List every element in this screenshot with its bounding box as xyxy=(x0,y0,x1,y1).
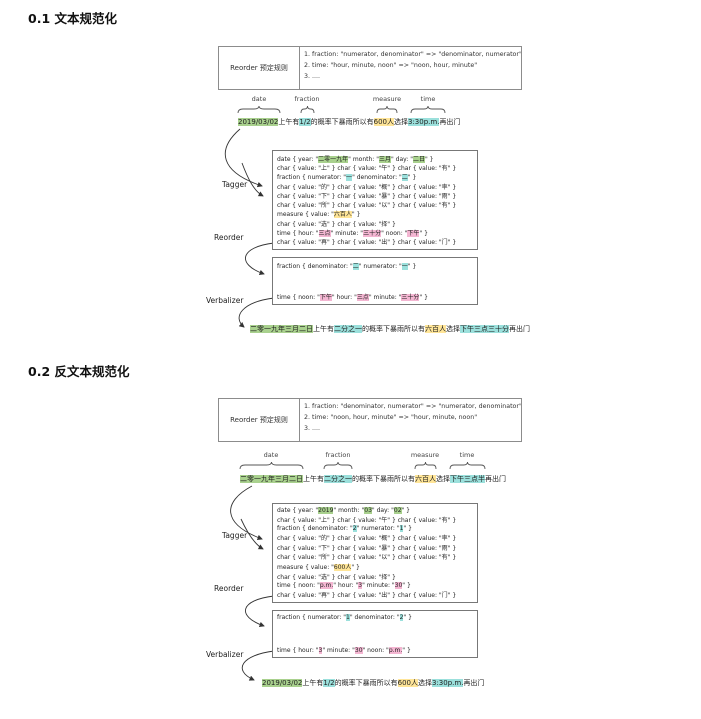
span-label-fraction-2: fraction xyxy=(325,451,351,459)
span-label-measure-1: measure xyxy=(372,95,402,103)
brace-icon-time-2 xyxy=(449,461,486,470)
span-label-date-2: date xyxy=(263,451,279,459)
brace-icon-fraction-2 xyxy=(323,461,353,470)
span-label-date-1: date xyxy=(251,95,267,103)
reorder-output-box-1: fraction { denominator: "二" numerator: "… xyxy=(272,257,478,305)
brace-icon-measure-1 xyxy=(376,105,398,114)
stage-label-reorder-2: Reorder xyxy=(214,584,244,593)
flow-arrow-reorder-2 xyxy=(245,595,275,628)
brace-icon-time-1 xyxy=(410,105,446,114)
flow-arrow-verbalizer-2 xyxy=(241,650,275,681)
reorder-rules-box-2: Reorder 预定规则 1. fraction: "denominator, … xyxy=(218,398,522,442)
section-heading-text-normalization: 0.1 文本规范化 xyxy=(28,11,117,26)
stage-label-reorder-1: Reorder xyxy=(214,233,244,242)
stage-label-tagger-2: Tagger xyxy=(222,531,248,540)
reorder-output-box-2: fraction { numerator: "1" denominator: "… xyxy=(272,610,478,658)
output-sentence-1: 二零一九年三月二日上午有二分之一的概率下暴雨所以有六百人选择下午三点三十分再出门 xyxy=(250,325,530,333)
span-label-time-1: time xyxy=(420,95,436,103)
span-label-fraction-1: fraction xyxy=(294,95,320,103)
tagger-output-box-2: date { year: "2019" month: "03" day: "02… xyxy=(272,503,478,603)
stage-label-verbalizer-1: Verbalizer xyxy=(206,296,244,305)
rules-box-title-1: Reorder 预定规则 xyxy=(219,47,300,89)
span-label-time-2: time xyxy=(459,451,475,459)
span-label-measure-2: measure xyxy=(410,451,440,459)
flow-arrow-verbalizer-1 xyxy=(238,297,275,328)
rules-box-title-2: Reorder 预定规则 xyxy=(219,399,300,441)
flow-arrow-tagger-1 xyxy=(224,128,263,188)
stage-label-tagger-1: Tagger xyxy=(222,180,248,189)
brace-icon-measure-2 xyxy=(414,461,437,470)
rules-list-1: 1. fraction: "numerator, denominator" =>… xyxy=(304,51,521,80)
stage-label-verbalizer-2: Verbalizer xyxy=(206,650,244,659)
brace-icon-date-2 xyxy=(239,461,304,470)
rules-list-2: 1. fraction: "denominator, numerator" =>… xyxy=(304,403,521,432)
tagger-output-box-1: date { year: "二零一九年" month: "三月" day: "二… xyxy=(272,150,478,250)
input-sentence-1: 2019/03/02上午有1/2的概率下暴雨所以有600人选择3:30p.m.再… xyxy=(238,118,461,126)
section-heading-inverse-text-normalization: 0.2 反文本规范化 xyxy=(28,364,130,379)
brace-icon-fraction-1 xyxy=(300,105,315,114)
flow-arrow-reorder-1 xyxy=(245,242,275,276)
brace-icon-date-1 xyxy=(237,105,281,114)
output-sentence-2: 2019/03/02上午有1/2的概率下暴雨所以有600人选择3:30p.m.再… xyxy=(262,679,485,687)
reorder-rules-box-1: Reorder 预定规则 1. fraction: "numerator, de… xyxy=(218,46,522,90)
input-sentence-2: 二零一九年三月二日上午有二分之一的概率下暴雨所以有六百人选择下午三点半再出门 xyxy=(240,475,506,483)
